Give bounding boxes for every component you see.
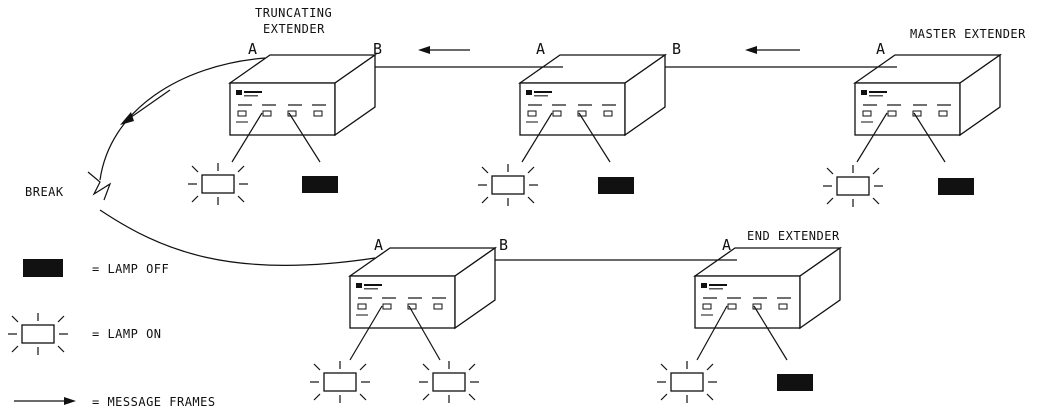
arrow-head-icon xyxy=(745,46,757,54)
port-b-middle: B xyxy=(672,40,681,58)
arrow-head-icon xyxy=(64,397,76,405)
lamp-on-icon xyxy=(477,163,539,207)
port-a-master: A xyxy=(876,40,885,58)
break-label: BREAK xyxy=(25,185,64,199)
port-a-end: A xyxy=(722,236,731,254)
message-arrow-arc xyxy=(126,89,171,121)
legend-lamp-off-label: = LAMP OFF xyxy=(92,262,169,276)
legend-lamp-off-swatch xyxy=(23,259,63,277)
truncating-extender-device xyxy=(229,54,376,136)
lamp-off-icon xyxy=(598,177,634,194)
port-a-truncating: A xyxy=(248,40,257,58)
truncating-extender-label-2: EXTENDER xyxy=(263,22,325,36)
arrow-head-icon xyxy=(120,112,134,125)
truncating-extender-label-1: TRUNCATING xyxy=(255,6,332,20)
lamp-on-icon xyxy=(309,360,371,404)
break-arc-bottom xyxy=(99,209,376,267)
port-a-bottom: A xyxy=(374,236,383,254)
lamp-on-icon xyxy=(187,162,249,206)
master-extender-label: MASTER EXTENDER xyxy=(910,27,1026,41)
lamp-off-icon xyxy=(302,176,338,193)
legend-message-frames-label: = MESSAGE FRAMES xyxy=(92,395,216,409)
lamp-on-icon xyxy=(656,360,718,404)
port-a-middle: A xyxy=(536,40,545,58)
break-arc-top xyxy=(99,57,266,181)
bottom-extender-device xyxy=(349,247,496,329)
legend-lamp-on-label: = LAMP ON xyxy=(92,327,162,341)
lamp-on-icon xyxy=(418,360,480,404)
lamp-off-icon xyxy=(938,178,974,195)
lamp-off-icon xyxy=(777,374,813,391)
port-b-truncating: B xyxy=(373,40,382,58)
end-extender-label: END EXTENDER xyxy=(747,229,840,243)
legend-lamp-on-icon xyxy=(7,312,69,356)
port-b-bottom: B xyxy=(499,236,508,254)
arrow-head-icon xyxy=(418,46,430,54)
lamp-on-icon xyxy=(822,164,884,208)
break-zigzag-icon xyxy=(87,171,112,201)
